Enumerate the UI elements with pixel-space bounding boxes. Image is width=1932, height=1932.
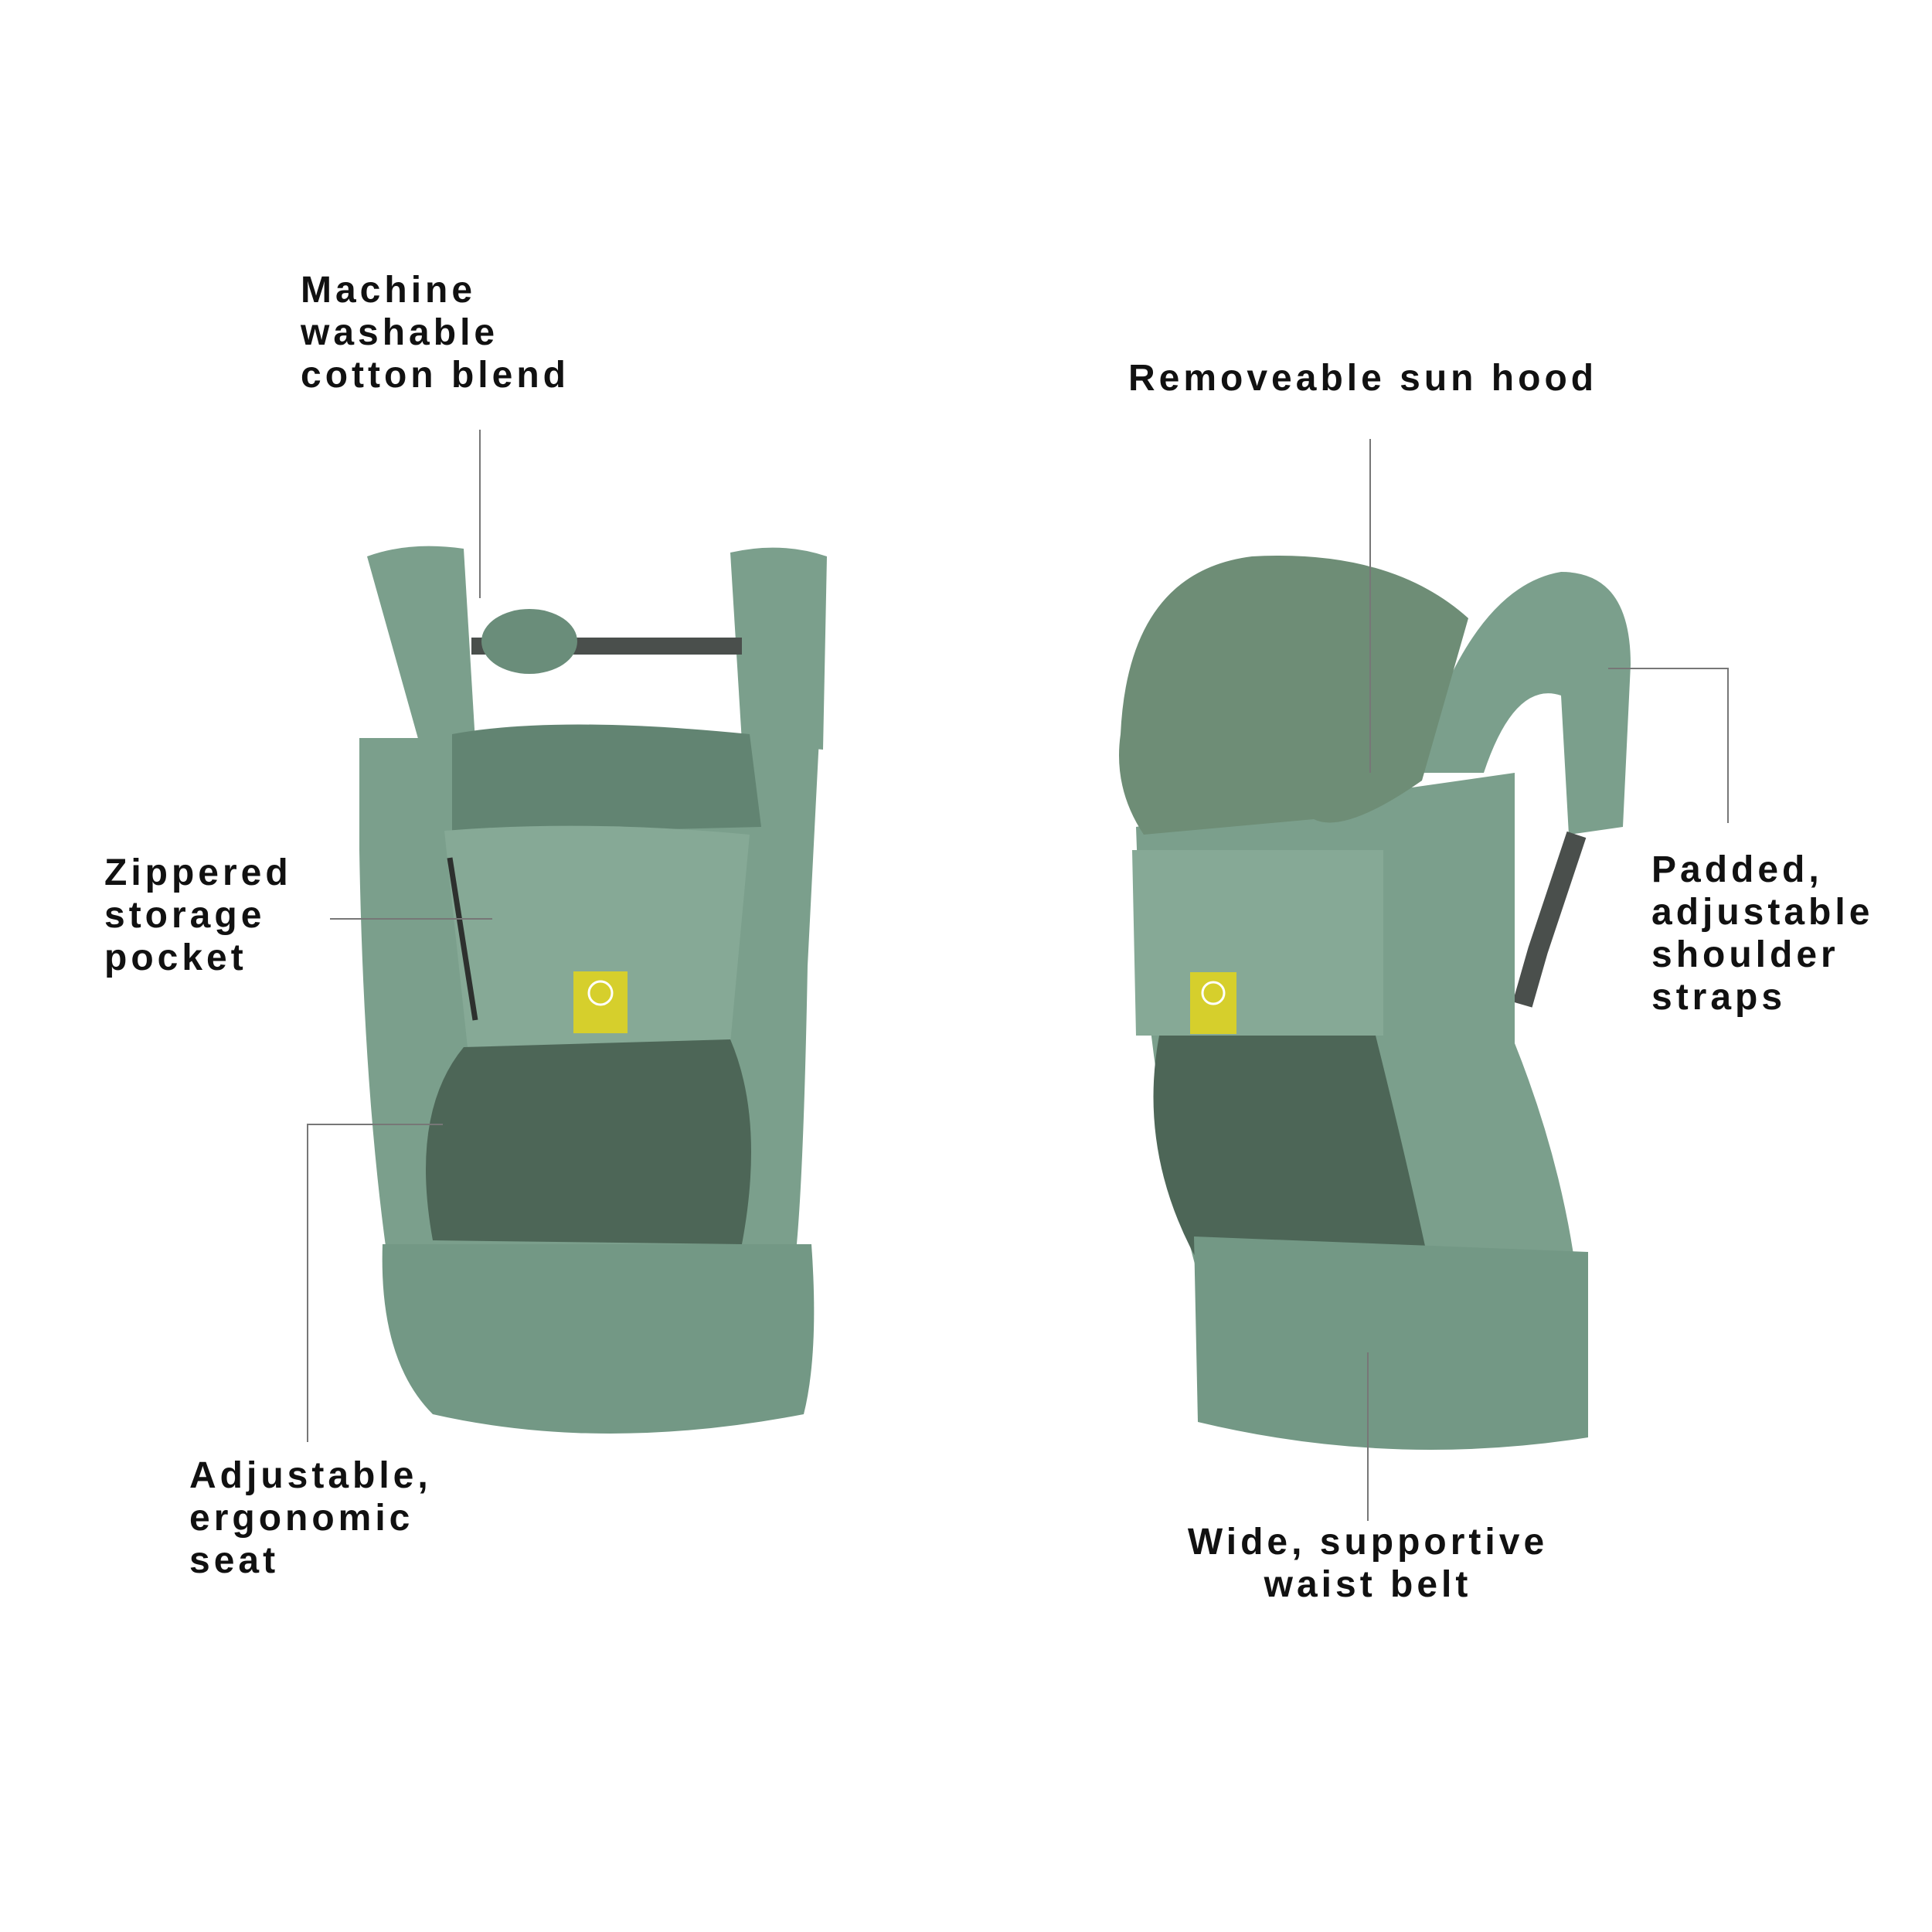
callout-pocket: Zippered storage pocket — [104, 852, 292, 979]
headrest — [452, 724, 761, 835]
callout-sun-hood: Removeable sun hood — [1128, 357, 1597, 400]
callout-line: Adjustable, — [189, 1455, 432, 1496]
strap-webbing — [1512, 831, 1587, 1008]
callout-line: straps — [1651, 977, 1787, 1018]
pocket-flap-side — [1132, 850, 1383, 1036]
callout-line: waist belt — [1264, 1564, 1472, 1605]
callout-waist-belt: Wide, supportive waist belt — [1128, 1521, 1607, 1606]
sun-hood — [1119, 556, 1468, 835]
callout-line: seat — [189, 1540, 280, 1581]
waist-belt — [382, 1244, 815, 1434]
callout-line: shoulder — [1651, 934, 1839, 975]
left-shoulder-strap — [367, 546, 475, 750]
mesh-panel — [426, 1039, 751, 1244]
callout-line: Removeable sun hood — [1128, 358, 1598, 399]
callout-line: pocket — [104, 937, 247, 978]
callout-seat: Adjustable, ergonomic seat — [189, 1454, 432, 1582]
callout-machine-washable: Machine washable cotton blend — [301, 269, 570, 396]
callout-line: ergonomic — [189, 1498, 414, 1539]
leader-line-seat — [307, 1124, 443, 1442]
callout-line: storage — [104, 895, 266, 936]
zipper — [447, 857, 478, 1021]
pocket-flap — [444, 825, 750, 1047]
callout-straps: Padded, adjustable shoulder straps — [1651, 849, 1873, 1019]
waist-belt-side — [1194, 1236, 1588, 1450]
callout-line: washable — [301, 312, 499, 353]
headrest-tab — [481, 609, 577, 674]
logo-badge-front — [573, 971, 628, 1033]
leader-line-straps — [1608, 668, 1729, 823]
logo-badge-side — [1190, 972, 1236, 1034]
mesh-panel-side — [1153, 1036, 1430, 1275]
callout-line: cotton blend — [301, 355, 570, 396]
callout-line: Padded, — [1651, 849, 1823, 890]
callout-line: Zippered — [104, 852, 292, 893]
right-shoulder-strap — [730, 547, 827, 750]
callout-line: Machine — [301, 270, 477, 311]
callout-line: adjustable — [1651, 892, 1874, 933]
shoulder-strap-side — [1414, 572, 1631, 835]
carrier-side-view — [1119, 556, 1631, 1450]
callout-line: Wide, supportive — [1187, 1522, 1549, 1563]
